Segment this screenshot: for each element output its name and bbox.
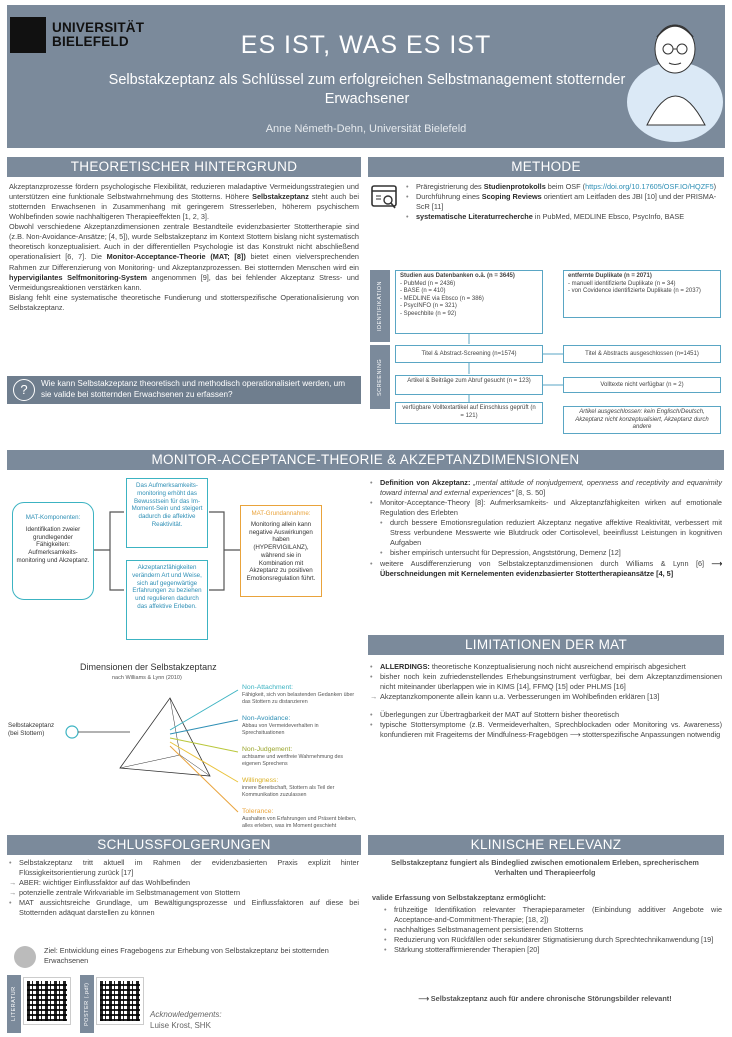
section-heading-methode: METHODE — [368, 157, 724, 177]
limitationen-list: ALLERDINGS: theoretische Konzeptualisier… — [370, 662, 722, 740]
akzeptanz-box: Akzeptanzfähigkeiten verändern Art und W… — [126, 560, 208, 640]
logo-square-icon — [10, 17, 46, 53]
schluss-list: Selbstakzeptanz tritt aktuell im Rahmen … — [9, 858, 359, 918]
person-illustration-icon — [627, 24, 723, 142]
poster-label: POSTER (.pdf) — [80, 975, 94, 1033]
prism-diagram — [65, 689, 239, 813]
document-search-icon — [371, 185, 397, 209]
poster-subtitle: Selbstakzeptanz als Schlüssel zum erfolg… — [108, 72, 626, 107]
section-heading-hintergrund: THEORETISCHER HINTERGRUND — [7, 157, 361, 177]
flow-box-screening: Titel & Abstract-Screening (n=1574) — [395, 345, 543, 363]
dimension-tolerance: Tolerance:Aushalten von Erfahrungen und … — [242, 808, 357, 829]
target-icon — [14, 946, 36, 968]
dimension-non-avoidance: Non-Avoidance:Abbau von Vermeideverhalte… — [242, 715, 319, 736]
dimensions-title: Dimensionen der Selbstakzeptanz — [80, 662, 217, 672]
poster-title: ES IST, WAS ES IST — [240, 31, 492, 59]
acknowledgements-name: Luise Krost, SHK — [150, 1021, 211, 1030]
klinisch-list: frühzeitige Identifikation relevanter Th… — [384, 905, 722, 955]
poster-author: Anne Németh-Dehn, Universität Bielefeld — [265, 123, 467, 135]
literatur-qr-code[interactable] — [23, 977, 71, 1025]
question-icon: ? — [13, 379, 35, 401]
poster-qr-code[interactable] — [96, 977, 144, 1025]
acknowledgements-title: Acknowledgements: — [150, 1010, 222, 1019]
section-heading-limitationen: LIMITATIONEN DER MAT — [368, 635, 724, 655]
mat-components-box: MAT-Komponenten: Identifikation zweier g… — [12, 502, 94, 600]
dimension-non-attachment: Non-Attachment:Fähigkeit, sich von belas… — [242, 684, 355, 705]
flow-box-duplikate: entfernte Duplikate (n = 2071) - manuell… — [563, 270, 721, 318]
flow-box-volltext: verfügbare Volltextartikel auf Einschlus… — [395, 402, 543, 424]
flow-side-identifikation: IDENTIFIKATION — [370, 270, 390, 342]
research-question-box: ? Wie kann Selbstakzeptanz theoretisch u… — [7, 376, 361, 404]
section-heading-klinisch: KLINISCHE RELEVANZ — [368, 835, 724, 855]
mat-connectors — [94, 511, 240, 591]
flow-arrows — [468, 334, 563, 402]
klinisch-intro: valide Erfassung von Selbstakzeptanz erm… — [372, 893, 546, 902]
flow-box-artikel-ausgeschlossen: Artikel ausgeschlossen: kein Englisch/De… — [563, 406, 721, 434]
dimensions-subtitle: nach Williams & Lynn (2010) — [112, 675, 182, 681]
dimension-willingness: Willingness:innere Bereitschaft, Stotter… — [242, 777, 335, 798]
flow-box-ausgeschlossen: Titel & Abstracts ausgeschlossen (n=1451… — [563, 345, 721, 363]
klinisch-lead: Selbstakzeptanz fungiert als Bindeglied … — [391, 858, 699, 878]
hintergrund-text: Akzeptanzprozesse fördern psychologische… — [9, 182, 359, 312]
mat-right-list: Definition von Akzeptanz: „mental attitu… — [370, 478, 722, 579]
section-heading-mat: MONITOR-ACCEPTANCE-THEORIE & AKZEPTANZDI… — [7, 450, 724, 470]
monitoring-box: Das Aufmerksamkeits-monitoring erhöht da… — [126, 478, 208, 548]
mat-grundannahme-box: MAT-Grundannahme: Monitoring allein kann… — [240, 505, 322, 597]
dimension-list: Non-Attachment:Fähigkeit, sich von belas… — [242, 684, 362, 829]
flow-box-abruf: Artikel & Beiträge zum Abruf gesucht (n … — [395, 375, 543, 395]
methode-list: Präregistrierung des Studienprotokolls b… — [406, 182, 721, 222]
ziel-text: Ziel: Entwicklung eines Fragebogens zur … — [44, 946, 329, 966]
selbstakzeptanz-label: Selbstakzeptanz (bei Stottern) — [8, 722, 55, 738]
dimension-non-judgement: Non-Judgement:achtsame und wertfreie Wah… — [242, 746, 344, 767]
flow-box-nicht-verfuegbar: Volltexte nicht verfügbar (n = 2) — [563, 377, 721, 393]
klinisch-conclusion: ⟶ Selbstakzeptanz auch für andere chroni… — [418, 994, 672, 1003]
literatur-label: LITERATUR — [7, 975, 21, 1033]
flow-side-screening: SCREENING — [370, 345, 390, 409]
osf-link[interactable]: https://doi.org/10.17605/OSF.IO/HQZF5 — [585, 182, 714, 191]
flow-box-studien: Studien aus Datenbanken o.ä. (n = 3645) … — [395, 270, 543, 334]
section-heading-schluss: SCHLUSSFOLGERUNGEN — [7, 835, 361, 855]
